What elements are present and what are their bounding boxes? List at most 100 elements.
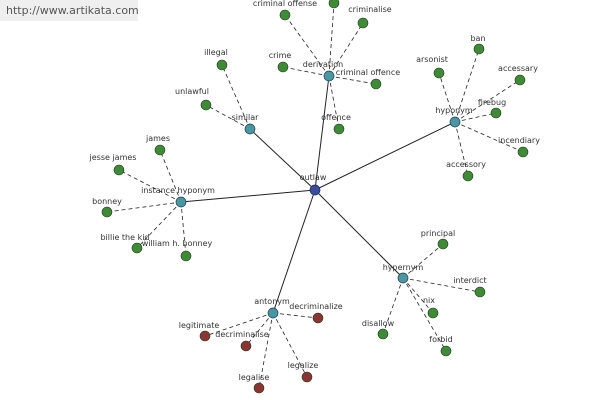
leaf-label-hyponym-accessary: accessary: [498, 64, 538, 73]
leaf-node-antonym-legitimate[interactable]: [199, 330, 211, 342]
leaf-node-hyponym-ban[interactable]: [473, 43, 485, 55]
leaf-label-hyponym-ban: ban: [470, 34, 485, 43]
leaf-node-hyponym-incendiary[interactable]: [517, 146, 529, 158]
edge-hypernym-nix: [402, 277, 434, 314]
leaf-node-hyponym-accessary[interactable]: [514, 74, 526, 86]
edge-outlaw-similar: [249, 128, 316, 191]
edge-outlaw-hypernym: [314, 189, 404, 279]
leaf-node-antonym-legalize[interactable]: [301, 371, 313, 383]
leaf-label-similar-illegal: illegal: [204, 48, 228, 57]
leaf-label-hypernym-interdict: interdict: [453, 276, 486, 285]
edge-hypernym-interdict: [402, 277, 481, 293]
leaf-node-hyponym-firebug[interactable]: [490, 107, 502, 119]
leaf-node-instance-hyponym-billie-the-kid[interactable]: [131, 242, 143, 254]
leaf-node-derivation-offence[interactable]: [333, 123, 345, 135]
hub-node-similar[interactable]: [244, 123, 256, 135]
leaf-label-instance-hyponym-bonney: bonney: [92, 197, 122, 206]
edge-derivation-crime: [282, 66, 330, 77]
center-label: outlaw: [300, 173, 327, 182]
leaf-node-instance-hyponym-bonney[interactable]: [101, 206, 113, 218]
leaf-node-hypernym-disallow[interactable]: [377, 328, 389, 340]
leaf-node-instance-hyponym-jesse-james[interactable]: [113, 164, 125, 176]
edge-hypernym-forbid: [402, 277, 447, 352]
leaf-node-antonym-decriminalize[interactable]: [312, 312, 324, 324]
leaf-label-hyponym-incendiary: incendiary: [498, 136, 540, 145]
hub-label-instance-hyponym: instance hyponym: [141, 186, 215, 195]
edge-hyponym-incendiary: [454, 121, 524, 153]
leaf-node-hyponym-accessory[interactable]: [462, 170, 474, 182]
leaf-label-derivation-criminalise: criminalise: [348, 5, 392, 14]
leaf-node-antonym-legalise[interactable]: [253, 382, 265, 394]
edge-derivation-criminal-offense: [284, 14, 330, 77]
leaf-label-antonym-legitimate: legitimate: [179, 321, 220, 330]
leaf-label-hypernym-forbid: forbid: [429, 335, 452, 344]
leaf-label-derivation-criminal-offence: criminal offence: [336, 68, 400, 77]
leaf-label-hypernym-principal: principal: [421, 229, 455, 238]
source-url-banner[interactable]: http://www.artikata.com: [0, 0, 139, 21]
leaf-node-derivation-leaf-5[interactable]: [328, 0, 340, 9]
edge-outlaw-derivation: [314, 75, 330, 191]
hub-node-antonym[interactable]: [267, 307, 279, 319]
leaf-node-similar-unlawful[interactable]: [200, 99, 212, 111]
leaf-label-antonym-decriminalize: decriminalize: [289, 302, 343, 311]
hub-node-instance-hyponym[interactable]: [175, 196, 187, 208]
edge-derivation-criminalise: [328, 22, 364, 77]
edge-instance-hyponym-bonney: [106, 201, 182, 213]
leaf-node-hyponym-arsonist[interactable]: [433, 67, 445, 79]
leaf-node-hypernym-nix[interactable]: [427, 307, 439, 319]
edge-hypernym-disallow: [382, 277, 404, 335]
edge-instance-hyponym-james: [159, 149, 182, 203]
edge-similar-unlawful: [205, 104, 251, 130]
leaf-node-hypernym-forbid[interactable]: [440, 345, 452, 357]
edge-hyponym-arsonist: [438, 72, 456, 123]
leaf-label-instance-hyponym-william-h-bonney: william h. bonney: [142, 239, 213, 248]
leaf-label-derivation-offence: offence: [321, 113, 351, 122]
edge-hyponym-ban: [454, 48, 480, 123]
leaf-node-hypernym-interdict[interactable]: [474, 286, 486, 298]
edge-antonym-legalize: [272, 312, 308, 378]
leaf-node-derivation-criminal-offense[interactable]: [279, 9, 291, 21]
leaf-label-derivation-criminal-offense: criminal offense: [253, 0, 317, 8]
edge-antonym-decriminalise: [245, 312, 274, 347]
hub-node-derivation[interactable]: [323, 70, 335, 82]
leaf-label-antonym-legalize: legalize: [288, 361, 319, 370]
hub-node-hypernym[interactable]: [397, 272, 409, 284]
leaf-label-hypernym-nix: nix: [423, 296, 435, 305]
edge-instance-hyponym-jesse-james: [118, 169, 182, 203]
leaf-node-derivation-criminalise[interactable]: [357, 17, 369, 29]
edge-instance-hyponym-william-h-bonney: [180, 201, 187, 257]
leaf-node-instance-hyponym-william-h-bonney[interactable]: [180, 250, 192, 262]
edge-derivation-leaf-5: [328, 2, 335, 77]
edge-antonym-legitimate: [204, 312, 274, 337]
edge-instance-hyponym-billie-the-kid: [136, 201, 182, 249]
leaf-label-antonym-decriminalise: decriminalise: [215, 330, 269, 339]
edge-antonym-legalise: [258, 312, 274, 389]
leaf-label-derivation-crime: crime: [269, 51, 292, 60]
leaf-label-hyponym-firebug: firebug: [478, 98, 506, 107]
leaf-node-derivation-criminal-offence[interactable]: [370, 78, 382, 90]
hub-label-derivation: derivation: [303, 60, 343, 69]
hub-label-hyponym: hyponym: [435, 106, 473, 115]
leaf-label-hyponym-accessory: accessory: [446, 160, 486, 169]
leaf-node-instance-hyponym-james[interactable]: [154, 144, 166, 156]
edge-hyponym-accessory: [454, 121, 469, 177]
edge-derivation-offence: [328, 75, 340, 130]
leaf-label-instance-hyponym-billie-the-kid: billie the kid: [100, 233, 149, 242]
leaf-label-hyponym-arsonist: arsonist: [416, 55, 448, 64]
leaf-node-hypernym-principal[interactable]: [437, 238, 449, 250]
hub-node-hyponym[interactable]: [449, 116, 461, 128]
hub-label-similar: similar: [232, 113, 260, 122]
edge-outlaw-instance-hyponym: [180, 189, 316, 203]
center-node-outlaw[interactable]: [309, 184, 321, 196]
leaf-label-instance-hyponym-james: james: [145, 134, 170, 143]
leaf-label-instance-hyponym-jesse-james: jesse james: [89, 153, 137, 162]
leaf-node-antonym-decriminalise[interactable]: [240, 340, 252, 352]
leaf-node-derivation-crime[interactable]: [277, 61, 289, 73]
edge-hypernym-principal: [402, 243, 444, 279]
hub-label-antonym: antonym: [254, 297, 290, 306]
leaf-node-similar-illegal[interactable]: [216, 59, 228, 71]
hub-label-hypernym: hypernym: [383, 263, 424, 272]
edge-derivation-criminal-offence: [328, 75, 377, 85]
